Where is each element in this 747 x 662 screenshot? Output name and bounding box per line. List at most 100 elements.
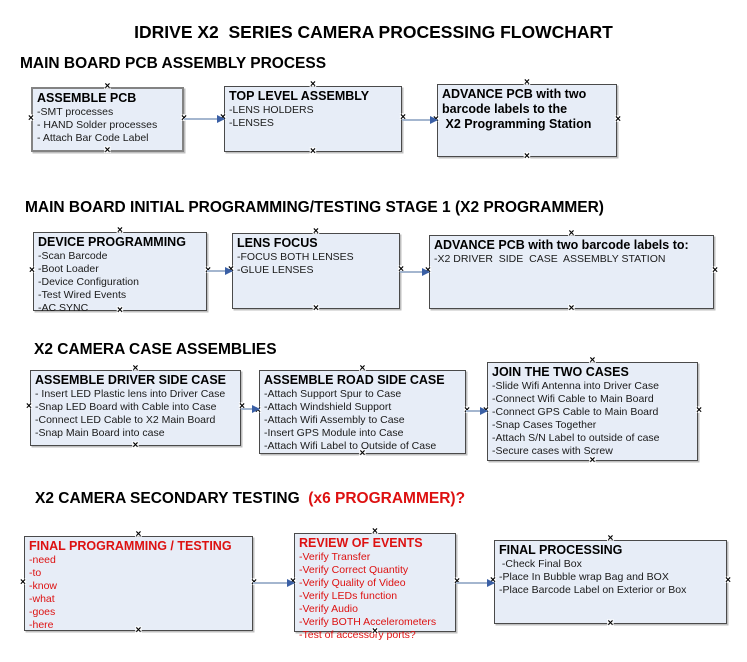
- box-item: -GLUE LENSES: [237, 264, 314, 276]
- box-item: -Place Barcode Label on Exterior or Box: [499, 584, 687, 596]
- box-item: -Verify LEDs function: [299, 590, 398, 602]
- connection-point-icon[interactable]: [313, 305, 319, 313]
- arrowhead-icon: [252, 405, 260, 413]
- box-item: -Boot Loader: [38, 263, 99, 275]
- flow-box-top-level-assembly[interactable]: TOP LEVEL ASSEMBLY -LENS HOLDERS -LENSES: [224, 86, 402, 152]
- connector-arrow[interactable]: [241, 405, 260, 413]
- box-item: -Verify Correct Quantity: [299, 564, 409, 576]
- box-item: -Snap LED Board with Cable into Case: [35, 401, 217, 413]
- flow-box-lens-focus[interactable]: LENS FOCUS -FOCUS BOTH LENSES -GLUE LENS…: [232, 233, 400, 309]
- connection-point-icon[interactable]: [372, 628, 378, 636]
- connection-point-icon[interactable]: [372, 528, 378, 536]
- box-item: -what: [29, 593, 55, 605]
- connection-point-icon[interactable]: [133, 442, 139, 450]
- connection-point-icon[interactable]: [590, 357, 596, 365]
- flow-box-final-programming-testing[interactable]: FINAL PROGRAMMING / TESTING -need -to -k…: [24, 536, 253, 631]
- connector-arrow[interactable]: [400, 268, 430, 276]
- box-item: - HAND Solder processes: [37, 119, 158, 131]
- box-item: -Connect LED Cable to X2 Main Board: [35, 414, 216, 426]
- connection-point-icon[interactable]: [608, 620, 614, 628]
- box-item: -AC SYNC: [38, 302, 89, 314]
- connector-arrow[interactable]: [456, 579, 495, 587]
- connection-point-icon[interactable]: [569, 305, 575, 313]
- box-title: ASSEMBLE PCB: [37, 91, 137, 105]
- arrowhead-icon: [287, 579, 295, 587]
- connection-point-icon[interactable]: [133, 365, 139, 373]
- box-item: -Secure cases with Screw: [492, 445, 613, 457]
- connection-point-icon[interactable]: [26, 403, 32, 411]
- box-item: -to: [29, 567, 42, 579]
- connection-point-icon[interactable]: [117, 227, 123, 235]
- connection-point-icon[interactable]: [105, 147, 111, 155]
- connection-point-icon[interactable]: [28, 115, 34, 123]
- box-item: -Connect Wifi Cable to Main Board: [492, 393, 654, 405]
- box-title: FINAL PROCESSING: [499, 543, 623, 557]
- connection-point-icon[interactable]: [725, 577, 731, 585]
- connection-point-icon[interactable]: [569, 230, 575, 238]
- box-title: LENS FOCUS: [237, 236, 318, 250]
- flow-box-device-programming[interactable]: DEVICE PROGRAMMING -Scan Barcode -Boot L…: [33, 232, 207, 314]
- connection-point-icon[interactable]: [608, 535, 614, 543]
- connector-arrow[interactable]: [253, 579, 295, 587]
- box-item: -Verify BOTH Accelerometers: [299, 616, 437, 628]
- box-item: -Snap Main Board into case: [35, 427, 165, 439]
- box-item: -LENS HOLDERS: [229, 104, 314, 116]
- arrowhead-icon: [422, 268, 430, 276]
- box-item: -X2 DRIVER SIDE CASE ASSEMBLY STATION: [434, 253, 666, 265]
- flow-box-review-of-events[interactable]: REVIEW OF EVENTS -Verify Transfer -Verif…: [294, 533, 456, 641]
- arrowhead-icon: [480, 407, 488, 415]
- box-item: -Slide Wifi Antenna into Driver Case: [492, 380, 659, 392]
- connector-arrow[interactable]: [466, 407, 488, 415]
- box-title: TOP LEVEL ASSEMBLY: [229, 89, 370, 103]
- box-item: -SMT processes: [37, 106, 114, 118]
- box-item: -Verify Transfer: [299, 551, 371, 563]
- flow-box-assemble-driver-side-case[interactable]: ASSEMBLE DRIVER SIDE CASE - Insert LED P…: [30, 370, 241, 446]
- connection-point-icon[interactable]: [136, 627, 142, 635]
- box-item: -LENSES: [229, 117, 274, 129]
- flow-box-advance-pcb-driver-side-station[interactable]: ADVANCE PCB with two barcode labels to: …: [429, 235, 714, 309]
- flow-box-assemble-pcb[interactable]: ASSEMBLE PCB -SMT processes - HAND Solde…: [31, 87, 184, 152]
- connector-arrow[interactable]: [207, 267, 233, 275]
- box-item: -FOCUS BOTH LENSES: [237, 251, 354, 263]
- connection-point-icon[interactable]: [20, 579, 26, 587]
- connection-point-icon[interactable]: [524, 79, 530, 87]
- box-item: -Verify Quality of Video: [299, 577, 406, 589]
- box-item: -Insert GPS Module into Case: [264, 427, 404, 439]
- box-title: FINAL PROGRAMMING / TESTING: [29, 539, 232, 553]
- arrowhead-icon: [217, 115, 225, 123]
- box-item: -Attach S/N Label to outside of case: [492, 432, 660, 444]
- flow-box-final-processing[interactable]: FINAL PROCESSING -Check Final Box -Place…: [494, 540, 727, 624]
- flow-box-advance-pcb-programming-station[interactable]: ADVANCE PCB with two barcode labels to t…: [437, 84, 617, 157]
- connection-point-icon[interactable]: [696, 407, 702, 415]
- connection-point-icon[interactable]: [524, 153, 530, 161]
- connection-point-icon[interactable]: [29, 267, 35, 275]
- section-heading-secondary-testing-black: X2 CAMERA SECONDARY TESTING: [35, 490, 304, 507]
- box-item: - Insert LED Plastic lens into Driver Ca…: [35, 388, 226, 400]
- connection-point-icon[interactable]: [590, 457, 596, 465]
- connection-point-icon[interactable]: [136, 531, 142, 539]
- flow-box-assemble-road-side-case[interactable]: ASSEMBLE ROAD SIDE CASE -Attach Support …: [259, 370, 466, 454]
- box-item: -Connect GPS Cable to Main Board: [492, 406, 659, 418]
- box-item: -Test Wired Events: [38, 289, 127, 301]
- connection-point-icon[interactable]: [117, 307, 123, 315]
- section-heading-secondary-testing-red: (x6 PROGRAMMER)?: [304, 490, 466, 507]
- flow-box-join-the-two-cases[interactable]: JOIN THE TWO CASES -Slide Wifi Antenna i…: [487, 362, 698, 461]
- connection-point-icon[interactable]: [615, 116, 621, 124]
- section-heading-initial-programming: MAIN BOARD INITIAL PROGRAMMING/TESTING S…: [25, 199, 604, 216]
- box-item: -Device Configuration: [38, 276, 139, 288]
- connection-point-icon[interactable]: [310, 81, 316, 89]
- section-heading-secondary-testing: X2 CAMERA SECONDARY TESTING (x6 PROGRAMM…: [35, 490, 465, 508]
- box-title: ASSEMBLE DRIVER SIDE CASE: [35, 373, 227, 387]
- connection-point-icon[interactable]: [360, 365, 366, 373]
- connection-point-icon[interactable]: [313, 228, 319, 236]
- connector-arrow[interactable]: [402, 116, 438, 124]
- box-item: -Attach Wifi Assembly to Case: [264, 414, 405, 426]
- box-title: ADVANCE PCB with two barcode labels to t…: [442, 87, 592, 131]
- box-title: ASSEMBLE ROAD SIDE CASE: [264, 373, 445, 387]
- section-heading-case-assemblies: X2 CAMERA CASE ASSEMBLIES: [34, 341, 277, 358]
- connection-point-icon[interactable]: [105, 83, 111, 91]
- connection-point-icon[interactable]: [712, 267, 718, 275]
- connector-arrow[interactable]: [184, 115, 225, 123]
- connection-point-icon[interactable]: [310, 148, 316, 156]
- connection-point-icon[interactable]: [360, 450, 366, 458]
